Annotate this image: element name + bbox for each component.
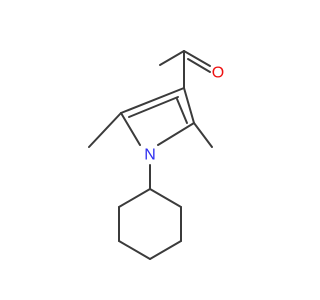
bond-carbonyl-oxygen-2 [187, 58, 211, 73]
bond-c2-n [157, 122, 195, 146]
oxygen-atom-label: O [212, 65, 224, 82]
bond-cy6-cy1 [118, 188, 151, 208]
bond-c3-c2 [183, 87, 195, 124]
bond-c2-methyl [193, 122, 213, 148]
bond-c5-methyl [88, 112, 122, 148]
methyl-groups [88, 112, 213, 148]
bond-methyl-carbonyl [159, 50, 185, 66]
bond-cy4-cy5 [118, 240, 151, 260]
acetyl-group [159, 50, 211, 89]
nitrogen-atom-label: N [144, 147, 156, 164]
structure-drawing: N O [88, 50, 224, 260]
bond-c5-c4-double [128, 96, 179, 118]
bond-n-c5 [120, 112, 141, 146]
bond-c5-c4 [120, 87, 185, 114]
cyclohexyl-group [118, 164, 182, 260]
bond-carbonyl-oxygen-1 [183, 50, 211, 67]
bond-c3-c2-double [176, 98, 188, 124]
bond-cy1-cy2 [149, 188, 182, 208]
bond-cy3-cy4 [149, 240, 182, 260]
pyrrole-ring [120, 87, 195, 146]
